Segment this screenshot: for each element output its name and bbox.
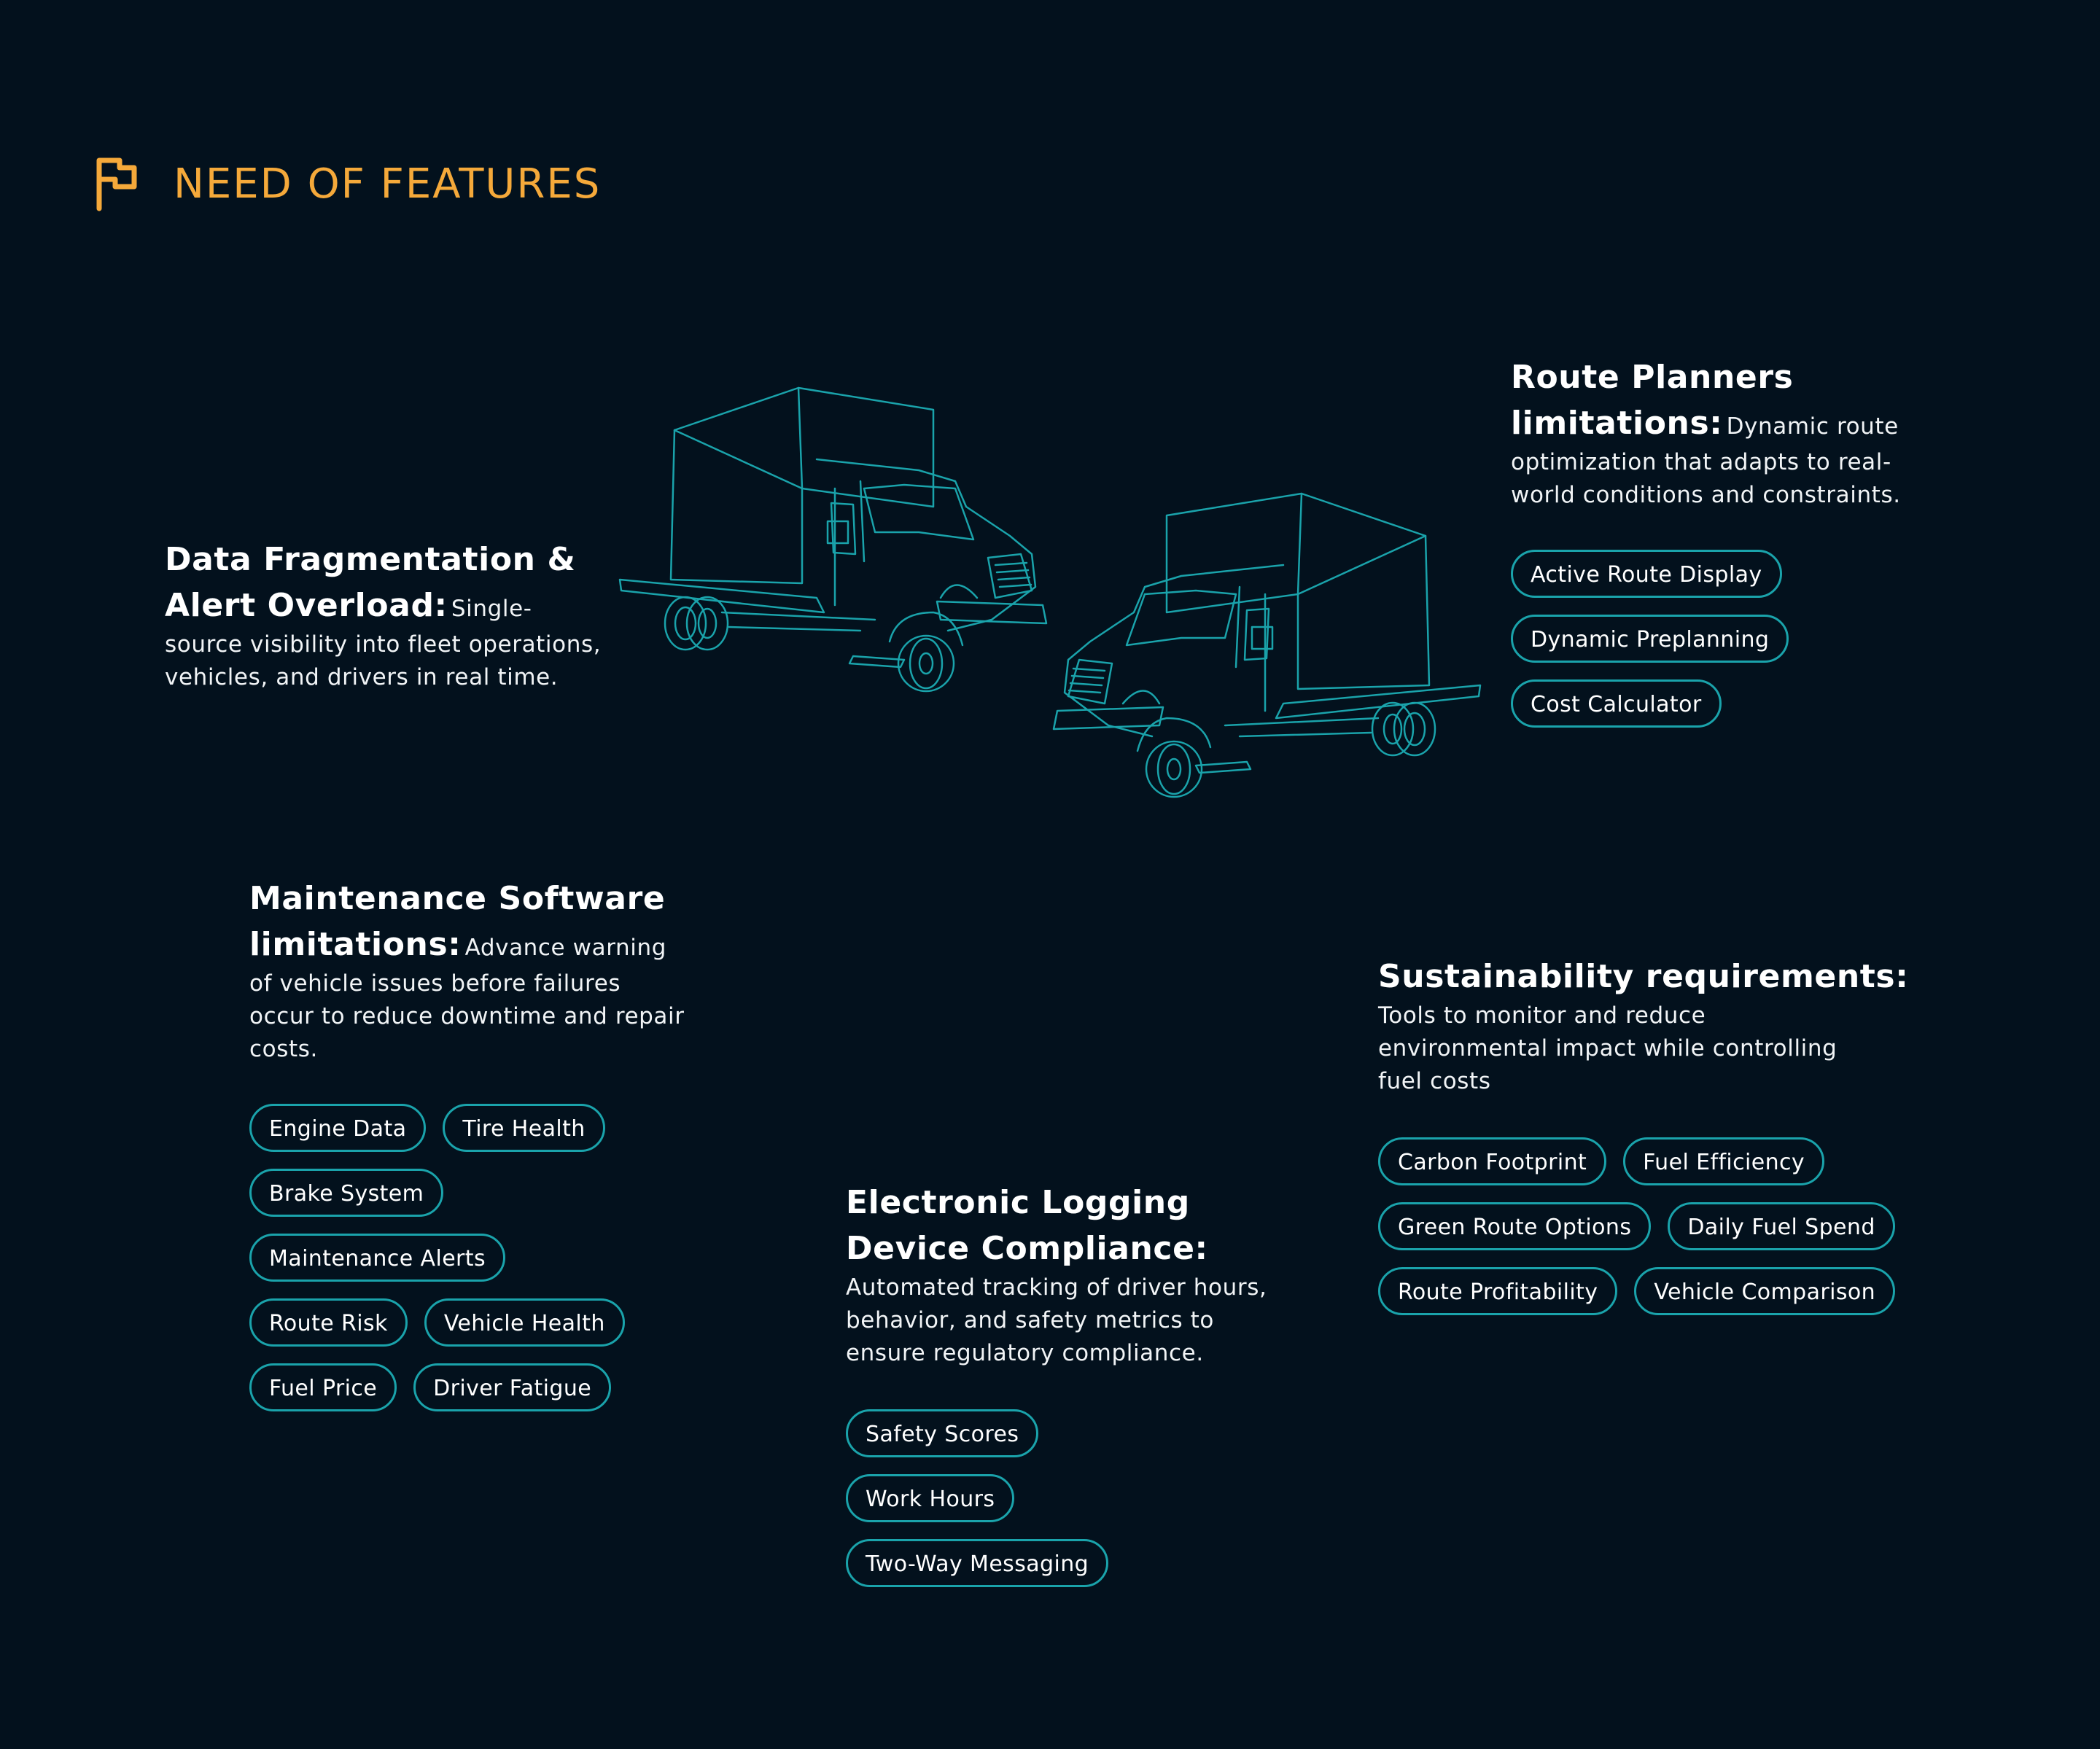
truck-illustration xyxy=(618,386,1482,798)
maintenance-text: Maintenance Software limitations: Advanc… xyxy=(249,876,687,1066)
feature-pill[interactable]: Cost Calculator xyxy=(1511,679,1722,728)
feature-pill[interactable]: Fuel Efficiency xyxy=(1623,1137,1825,1185)
route-planners-features: Active Route Display Dynamic Preplanning… xyxy=(1511,550,1948,728)
sustainability-description: Tools to monitor and reduce environmenta… xyxy=(1378,1002,1838,1094)
feature-pill[interactable]: Work Hours xyxy=(846,1474,1015,1522)
route-planners-description: Dynamic route optimization that adapts t… xyxy=(1511,413,1901,508)
feature-pill[interactable]: Engine Data xyxy=(249,1104,427,1152)
route-planners-block: Route Planners limitations: Dynamic rout… xyxy=(1511,354,1948,728)
route-planners-heading: Route Planners limitations: xyxy=(1511,359,1794,442)
data-fragmentation-block: Data Fragmentation & Alert Overload: Sin… xyxy=(165,537,602,694)
maintenance-block: Maintenance Software limitations: Advanc… xyxy=(249,876,687,1411)
maintenance-features: Engine Data Tire Health Brake System Mai… xyxy=(249,1104,687,1411)
feature-pill[interactable]: Two-Way Messaging xyxy=(846,1539,1109,1587)
feature-pill[interactable]: Carbon Footprint xyxy=(1378,1137,1607,1185)
data-fragmentation-description: Single-source visibility into fleet oper… xyxy=(165,596,602,690)
eld-features: Safety Scores Work Hours Two-Way Messagi… xyxy=(846,1409,1283,1587)
feature-pill[interactable]: Daily Fuel Spend xyxy=(1668,1202,1895,1250)
maintenance-heading: Maintenance Software limitations: xyxy=(249,880,666,963)
feature-pill[interactable]: Maintenance Alerts xyxy=(249,1234,505,1282)
feature-pill[interactable]: Vehicle Health xyxy=(424,1298,625,1347)
feature-pill[interactable]: Brake System xyxy=(249,1169,444,1217)
section-header: NEED OF FEATURES xyxy=(95,156,601,211)
feature-pill[interactable]: Dynamic Preplanning xyxy=(1511,615,1789,663)
sustainability-block: Sustainability requirements: Tools to mo… xyxy=(1378,954,1932,1315)
feature-pill[interactable]: Tire Health xyxy=(443,1104,605,1152)
route-planners-text: Route Planners limitations: Dynamic rout… xyxy=(1511,354,1948,512)
feature-pill[interactable]: Route Risk xyxy=(249,1298,408,1347)
eld-block: Electronic Logging Device Compliance: Au… xyxy=(846,1180,1283,1587)
feature-pill[interactable]: Active Route Display xyxy=(1511,550,1782,598)
maintenance-description: Advance warning of vehicle issues before… xyxy=(249,935,685,1062)
eld-description: Automated tracking of driver hours, beha… xyxy=(846,1274,1267,1366)
sustainability-heading: Sustainability requirements: xyxy=(1378,958,1909,995)
page-title: NEED OF FEATURES xyxy=(174,160,602,208)
sustainability-features: Carbon Footprint Fuel Efficiency Green R… xyxy=(1378,1137,1932,1315)
eld-heading: Electronic Logging Device Compliance: xyxy=(846,1184,1208,1267)
feature-pill[interactable]: Driver Fatigue xyxy=(413,1363,612,1411)
data-fragmentation-heading: Data Fragmentation & Alert Overload: xyxy=(165,541,576,624)
data-fragmentation-text: Data Fragmentation & Alert Overload: Sin… xyxy=(165,537,602,694)
feature-pill[interactable]: Fuel Price xyxy=(249,1363,397,1411)
feature-pill[interactable]: Route Profitability xyxy=(1378,1267,1618,1315)
feature-pill[interactable]: Green Route Options xyxy=(1378,1202,1652,1250)
flag-icon xyxy=(96,157,137,211)
feature-pill[interactable]: Vehicle Comparison xyxy=(1634,1267,1896,1315)
truck-icon xyxy=(618,386,1482,798)
feature-pill[interactable]: Safety Scores xyxy=(846,1409,1039,1457)
